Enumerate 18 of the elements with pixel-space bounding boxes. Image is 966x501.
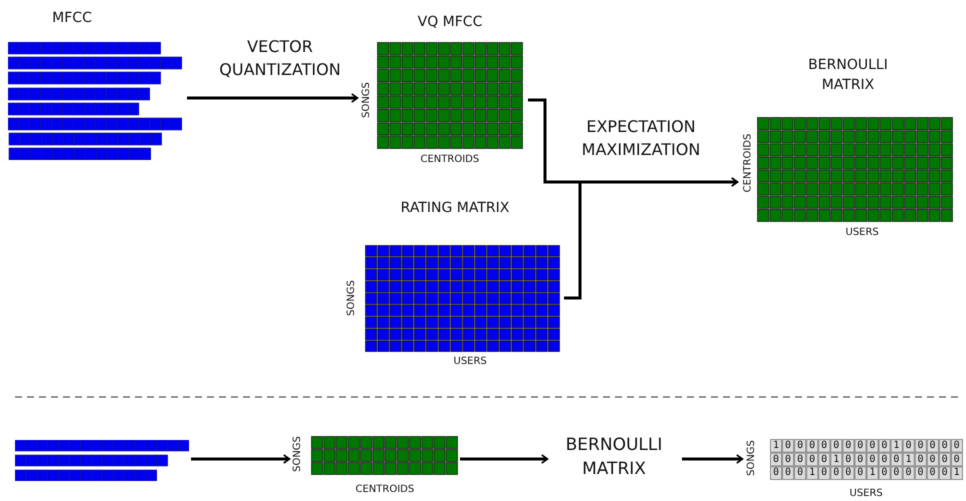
axis-label: SONGS <box>360 82 373 118</box>
axis-label: CENTROIDS <box>420 154 480 166</box>
axis-label: USERS <box>454 356 487 368</box>
binary-row-text: 0 0 0 1 0 0 0 0 1 0 0 0 0 0 0 1 <box>772 466 960 480</box>
axis-label: SONGS <box>292 436 304 472</box>
axis-label: SONGS <box>746 440 758 476</box>
axis-label: SONGS <box>346 280 358 316</box>
matrix-title: RATING MATRIX <box>400 199 510 218</box>
axis-label: USERS <box>850 488 883 500</box>
binary-row-text: 0 0 0 0 0 1 0 0 0 0 0 1 0 0 0 0 <box>772 452 960 466</box>
binary-row-text: 1 0 0 0 0 0 0 0 0 0 1 0 0 0 0 0 <box>772 439 960 452</box>
axis-label: CENTROIDS <box>742 134 754 192</box>
axis-label: USERS <box>846 227 879 239</box>
matrix-title: BERNOULLI MATRIX <box>807 56 889 95</box>
step-label: BERNOULLI MATRIX <box>564 434 664 481</box>
axis-label: CENTROIDS <box>356 484 414 496</box>
matrix-title: VQ MFCC <box>416 13 484 32</box>
matrix-title: MFCC <box>51 9 93 28</box>
